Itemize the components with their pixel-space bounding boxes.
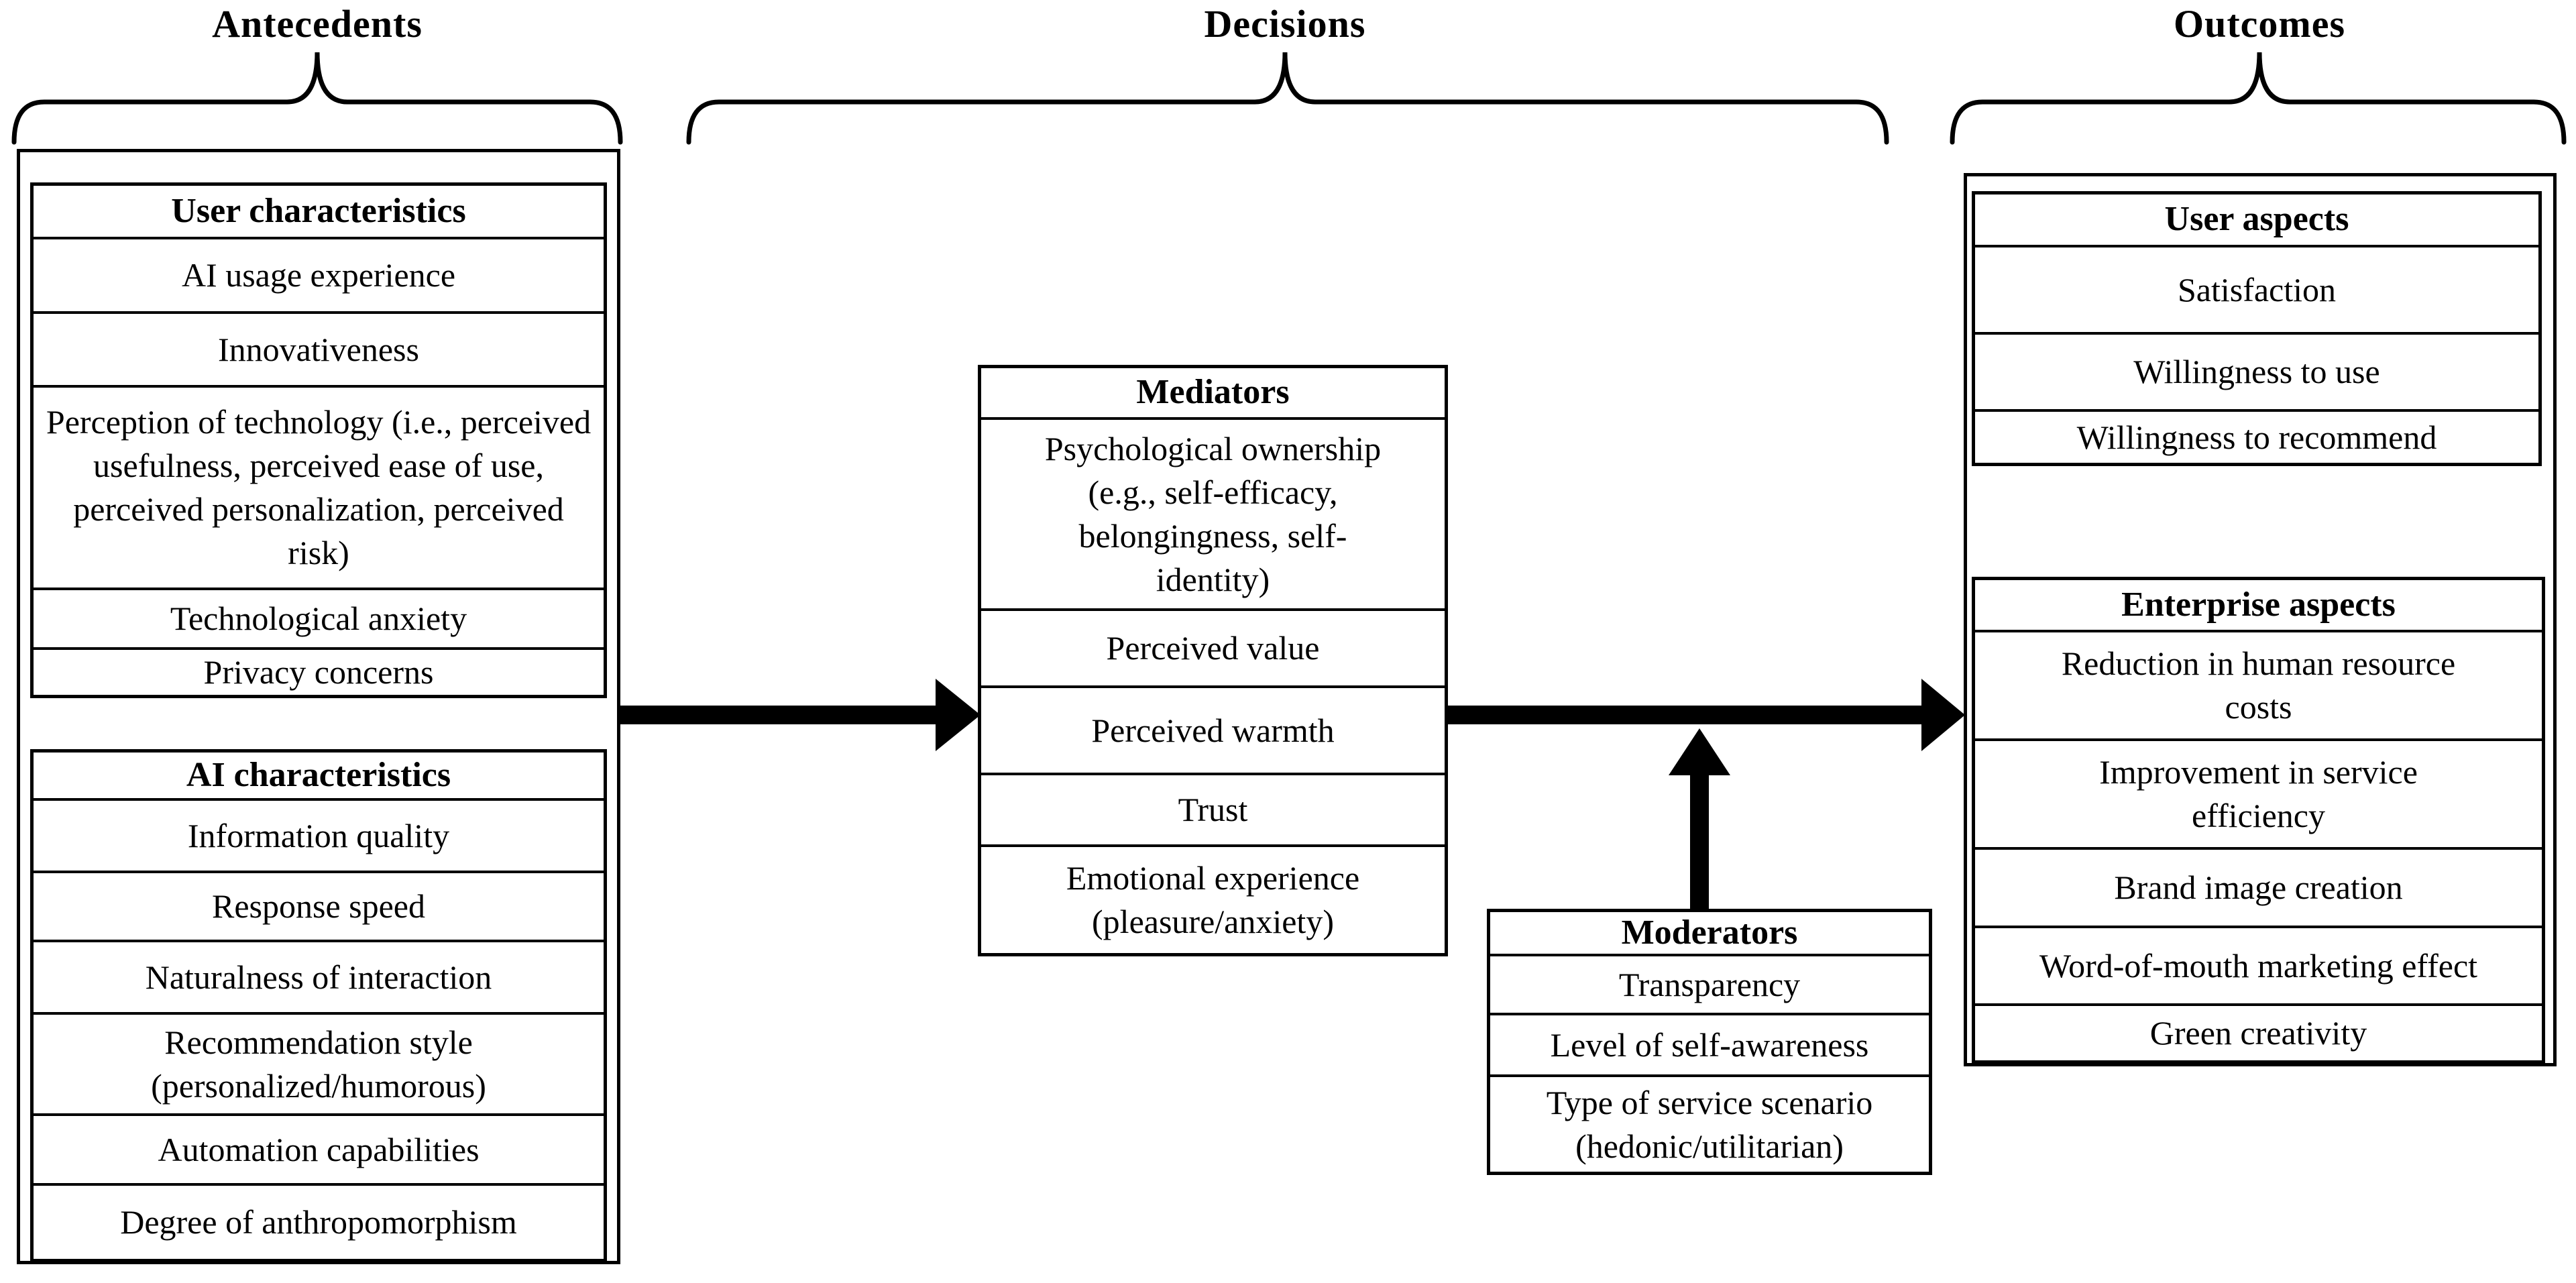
mediators-item: Perceived value	[981, 608, 1445, 685]
ai-characteristics-item: Information quality	[34, 798, 604, 871]
ai-characteristics-item: Naturalness of interaction	[34, 940, 604, 1012]
user-characteristics-item: Privacy concerns	[34, 647, 604, 695]
ai-characteristics-box: AI characteristics Information quality R…	[30, 749, 607, 1262]
antecedents-brace	[11, 52, 623, 145]
antecedents-group-box	[17, 149, 620, 1264]
outcomes-brace	[1950, 52, 2567, 145]
user-aspects-item: Willingness to use	[1975, 332, 2538, 409]
ai-characteristics-item: Response speed	[34, 871, 604, 940]
moderators-item: Transparency	[1490, 954, 1929, 1013]
enterprise-aspects-item: Reduction in human resource costs	[1975, 630, 2542, 738]
user-characteristics-item: AI usage experience	[34, 237, 604, 311]
outcomes-group-box	[1964, 173, 2557, 1066]
enterprise-aspects-title: Enterprise aspects	[2121, 585, 2396, 624]
enterprise-aspects-item: Brand image creation	[1975, 847, 2542, 926]
user-characteristics-box: User characteristics AI usage experience…	[30, 182, 607, 698]
moderators-item: Type of service scenario (hedonic/utilit…	[1490, 1074, 1929, 1172]
mediators-item: Psychological ownership (e.g., self-effi…	[981, 417, 1445, 608]
enterprise-aspects-box: Enterprise aspects Reduction in human re…	[1972, 577, 2545, 1064]
moderators-title: Moderators	[1621, 913, 1798, 952]
user-aspects-title: User aspects	[2164, 200, 2349, 239]
enterprise-aspects-item: Word-of-mouth marketing effect	[1975, 926, 2542, 1003]
ai-characteristics-item: Automation capabilities	[34, 1113, 604, 1183]
user-characteristics-item: Perception of technology (i.e., perceive…	[34, 385, 604, 588]
ai-characteristics-item: Degree of anthropomorphism	[34, 1183, 604, 1259]
user-characteristics-item: Innovativeness	[34, 311, 604, 385]
enterprise-aspects-item: Green creativity	[1975, 1003, 2542, 1060]
enterprise-aspects-item: Improvement in service efficiency	[1975, 738, 2542, 847]
decisions-label: Decisions	[1204, 2, 1366, 46]
user-aspects-item: Willingness to recommend	[1975, 409, 2538, 463]
user-aspects-item: Satisfaction	[1975, 245, 2538, 332]
user-characteristics-item: Technological anxiety	[34, 588, 604, 647]
ai-characteristics-item: Recommendation style (personalized/humor…	[34, 1012, 604, 1113]
moderators-item: Level of self-awareness	[1490, 1013, 1929, 1074]
mediators-item: Emotional experience (pleasure/anxiety)	[981, 844, 1445, 953]
user-characteristics-title: User characteristics	[171, 191, 466, 230]
moderators-to-mediation-path-arrow	[1669, 728, 1730, 912]
ai-characteristics-title: AI characteristics	[186, 755, 451, 794]
user-aspects-box: User aspects Satisfaction Willingness to…	[1972, 191, 2542, 466]
decisions-brace	[686, 52, 1889, 145]
mediators-item: Perceived warmth	[981, 685, 1445, 773]
moderators-box: Moderators Transparency Level of self-aw…	[1487, 909, 1932, 1175]
mediators-item: Trust	[981, 773, 1445, 844]
mediators-box: Mediators Psychological ownership (e.g.,…	[978, 365, 1448, 956]
mediators-title: Mediators	[1136, 373, 1290, 412]
outcomes-label: Outcomes	[2173, 2, 2346, 46]
antecedents-to-mediators-arrow	[620, 679, 981, 751]
mediators-to-outcomes-arrow	[1448, 679, 1965, 751]
antecedents-label: Antecedents	[212, 2, 423, 46]
